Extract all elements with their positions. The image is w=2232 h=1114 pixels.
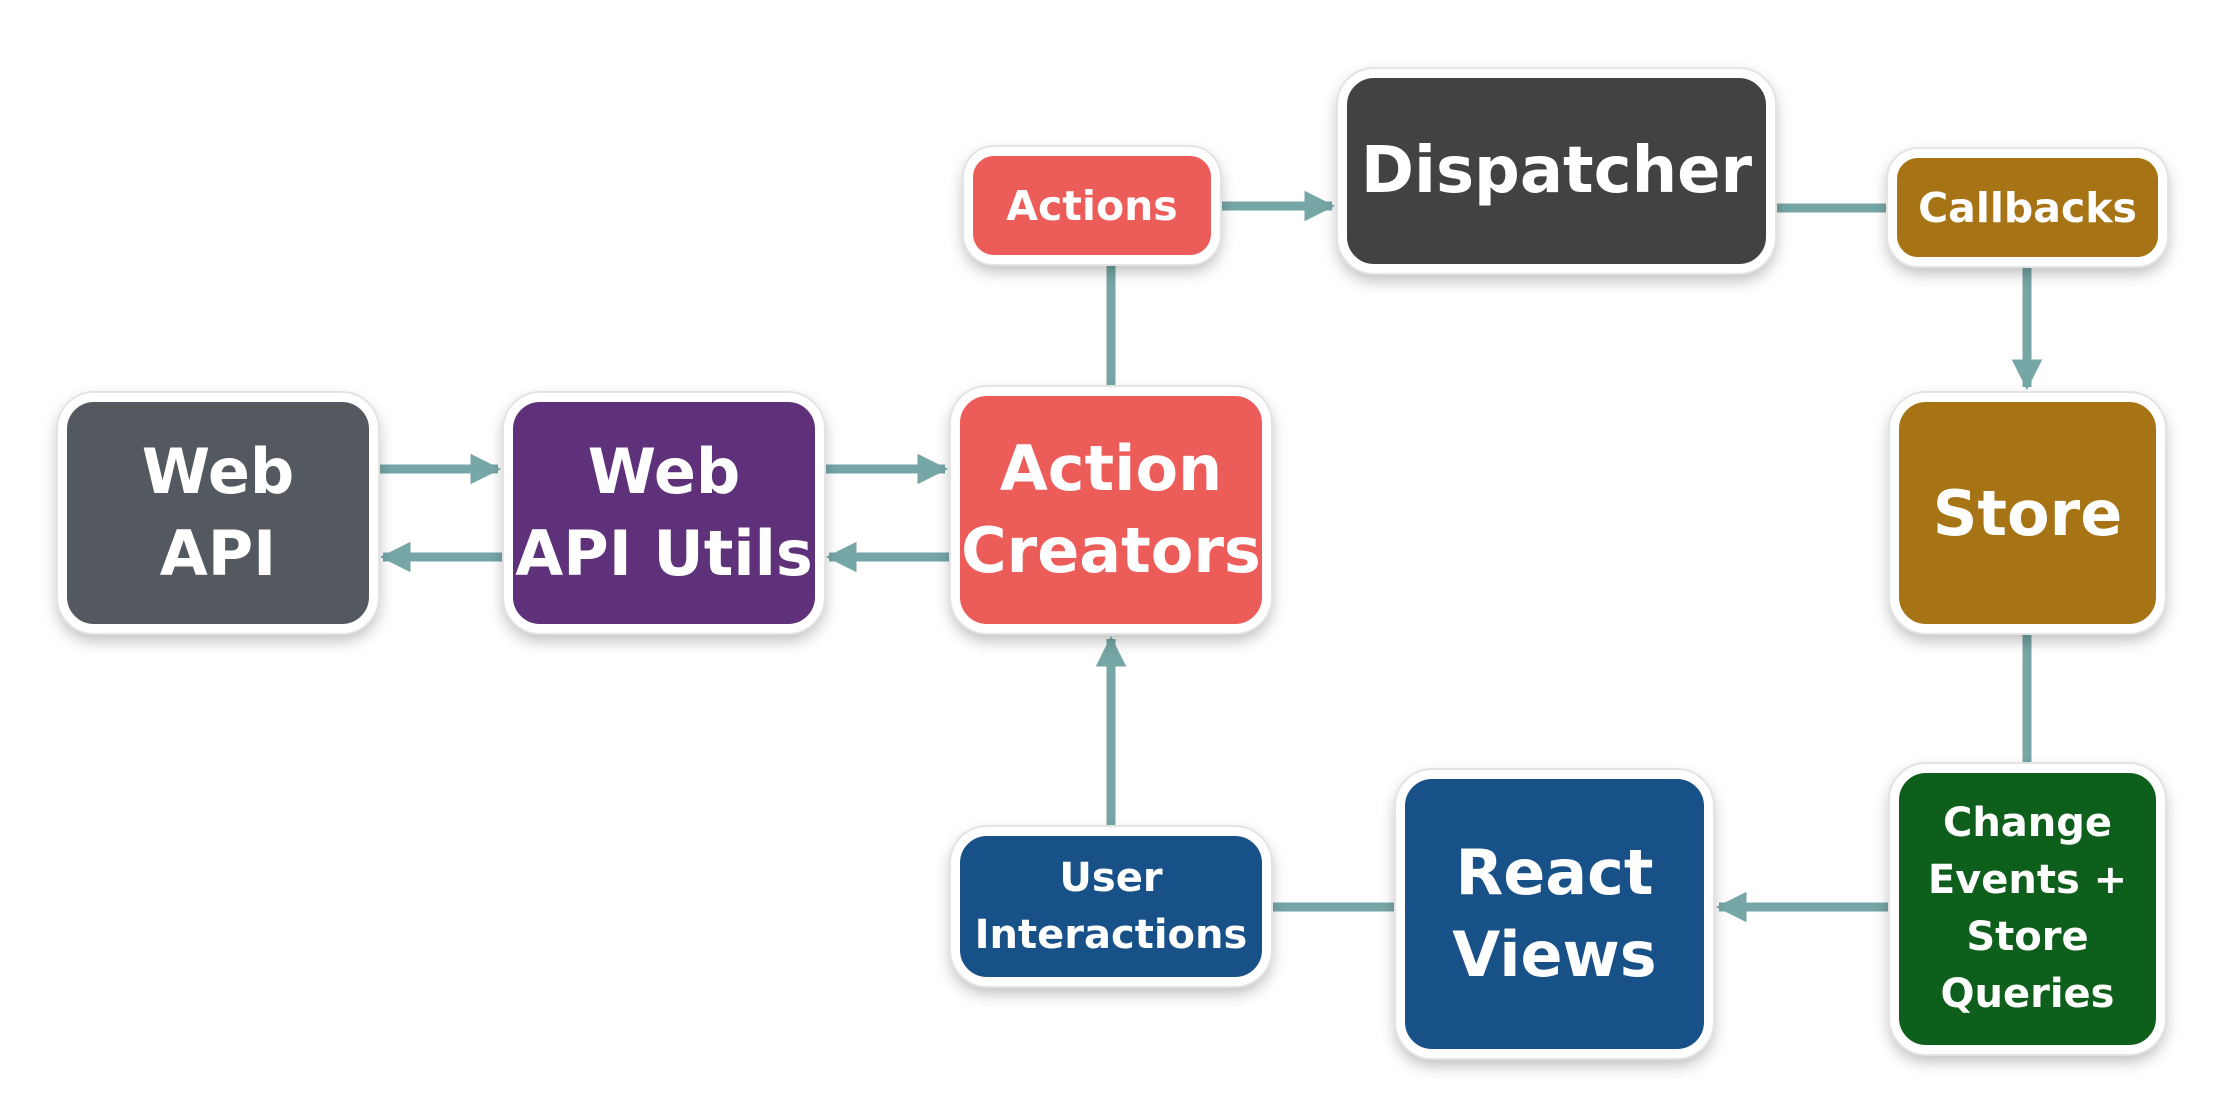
change-events-store-queries-node: Change Events + Store Queries xyxy=(1890,764,2165,1054)
callbacks-node: Callbacks xyxy=(1888,149,2167,266)
web-api-utils-node: Web API Utils xyxy=(504,393,824,633)
web-api-node: Web API xyxy=(58,393,378,633)
react-views-node: React Views xyxy=(1396,770,1713,1058)
action-creators-node: Action Creators xyxy=(951,387,1271,633)
actions-node: Actions xyxy=(964,147,1220,264)
store-node: Store xyxy=(1890,393,2165,633)
user-interactions-node: User Interactions xyxy=(951,827,1271,986)
dispatcher-node: Dispatcher xyxy=(1338,69,1775,273)
